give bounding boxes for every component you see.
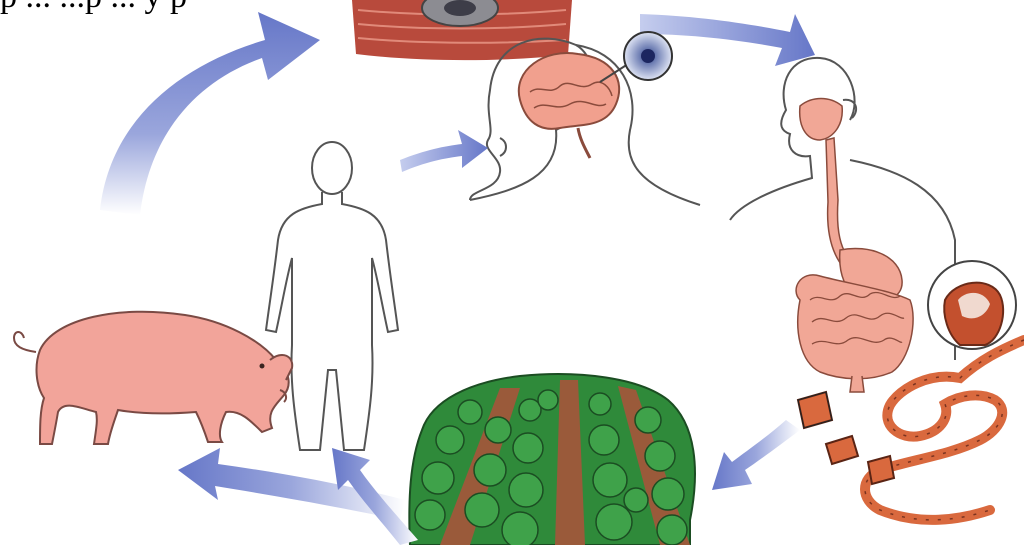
magnifier-icon [600, 32, 672, 82]
arrow-body-to-head [400, 130, 488, 172]
vegetable-field-icon [409, 374, 695, 545]
arrow-pig-to-muscle [100, 12, 320, 215]
digestive-system-icon [796, 99, 913, 393]
human-body-outline [266, 142, 398, 450]
human-digestive-figure [730, 58, 1016, 392]
pig-icon [14, 312, 292, 444]
arrow-to-field [712, 420, 800, 490]
muscle-cyst-icon [352, 0, 572, 60]
intestine-closeup-icon [928, 261, 1016, 349]
brain-icon [519, 53, 619, 158]
